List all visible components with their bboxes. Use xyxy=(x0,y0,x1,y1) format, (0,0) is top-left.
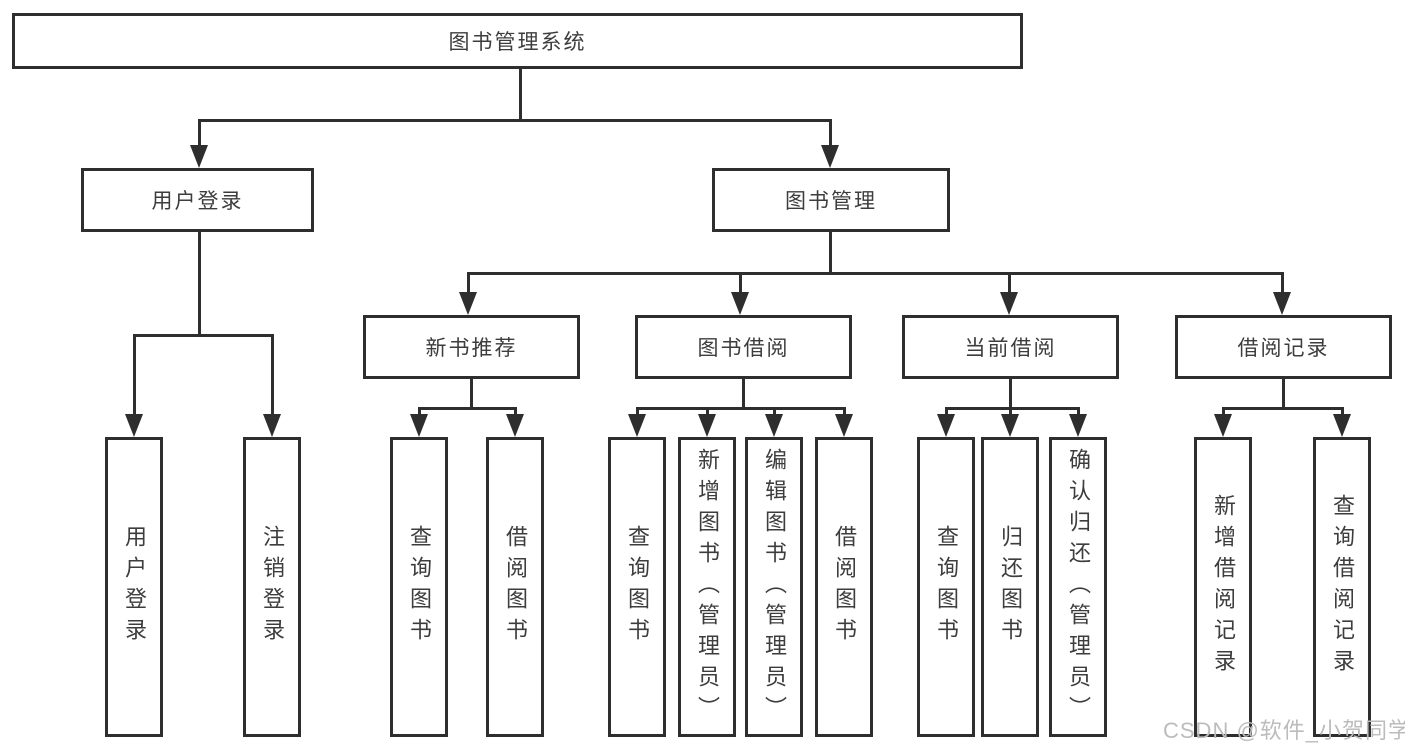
connector-hline xyxy=(418,407,517,410)
connector-vline xyxy=(773,407,776,416)
node-label: 用户登录 xyxy=(151,190,244,213)
leaf-label: 借阅图书 xyxy=(503,525,528,649)
node-book-management-system: 图书管理系统 xyxy=(12,13,1023,69)
leaf-label: 新增借阅记录 xyxy=(1211,494,1236,680)
leaf-label: 借阅图书 xyxy=(832,525,857,649)
connector-vline xyxy=(1008,272,1011,294)
node-label: 借阅记录 xyxy=(1237,337,1330,360)
arrowhead-down-icon xyxy=(1001,414,1019,437)
connector-vline xyxy=(198,232,201,336)
node-label: 图书管理 xyxy=(785,190,877,213)
node-borrow-records: 借阅记录 xyxy=(1175,315,1392,379)
leaf-label: 查询图书 xyxy=(407,525,432,649)
connector-vline xyxy=(1282,379,1285,409)
node-user-login: 用户登录 xyxy=(81,168,314,232)
connector-hline xyxy=(198,119,832,122)
arrowhead-down-icon xyxy=(698,414,716,437)
arrowhead-down-icon xyxy=(410,414,428,437)
arrowhead-down-icon xyxy=(937,414,955,437)
leaf-query-books-2: 查询图书 xyxy=(608,437,666,737)
node-book-management: 图书管理 xyxy=(712,168,950,232)
connector-vline xyxy=(514,407,517,416)
connector-vline xyxy=(739,272,742,294)
connector-vline xyxy=(418,407,421,416)
connector-hline xyxy=(133,334,274,337)
leaf-label: 编辑图书（管理员） xyxy=(762,447,787,727)
connector-vline xyxy=(742,379,745,409)
arrowhead-down-icon xyxy=(1273,292,1291,315)
connector-vline xyxy=(519,68,522,121)
node-label: 新书推荐 xyxy=(425,337,518,360)
connector-vline xyxy=(467,272,470,294)
leaf-borrow-books-2: 借阅图书 xyxy=(815,437,873,737)
arrowhead-down-icon xyxy=(459,292,477,315)
leaf-confirm-return-admin: 确认归还（管理员） xyxy=(1049,437,1107,737)
connector-hline xyxy=(467,272,1284,275)
arrowhead-down-icon xyxy=(125,414,143,437)
connector-vline xyxy=(198,120,201,146)
arrowhead-down-icon xyxy=(506,414,524,437)
node-current-borrowing: 当前借阅 xyxy=(902,315,1119,379)
connector-vline xyxy=(133,334,136,415)
leaf-label: 归还图书 xyxy=(998,525,1023,649)
leaf-logout: 注销登录 xyxy=(243,437,301,737)
leaf-label: 查询借阅记录 xyxy=(1330,494,1355,680)
connector-vline xyxy=(470,379,473,409)
connector-hline xyxy=(636,407,846,410)
connector-vline xyxy=(271,334,274,415)
connector-vline xyxy=(636,407,639,416)
leaf-query-borrow-record: 查询借阅记录 xyxy=(1313,437,1371,737)
leaf-add-borrow-record: 新增借阅记录 xyxy=(1194,437,1252,737)
leaf-label: 用户登录 xyxy=(122,525,147,649)
arrowhead-down-icon xyxy=(1069,414,1087,437)
arrowhead-down-icon xyxy=(835,414,853,437)
leaf-label: 注销登录 xyxy=(260,525,285,649)
connector-vline xyxy=(706,407,709,416)
connector-vline xyxy=(1009,379,1012,409)
arrowhead-down-icon xyxy=(1333,414,1351,437)
arrowhead-down-icon xyxy=(1000,292,1018,315)
connector-vline xyxy=(1281,272,1284,294)
node-book-borrowing: 图书借阅 xyxy=(635,315,852,379)
leaf-label: 查询图书 xyxy=(934,525,959,649)
leaf-return-books: 归还图书 xyxy=(981,437,1039,737)
leaf-label: 新增图书（管理员） xyxy=(695,447,720,727)
node-new-book-recommend: 新书推荐 xyxy=(363,315,580,379)
arrowhead-down-icon xyxy=(765,414,783,437)
arrowhead-down-icon xyxy=(821,145,839,168)
arrowhead-down-icon xyxy=(1214,414,1232,437)
leaf-user-login: 用户登录 xyxy=(105,437,163,737)
leaf-query-books-1: 查询图书 xyxy=(390,437,448,737)
leaf-add-books-admin: 新增图书（管理员） xyxy=(678,437,736,737)
connector-vline xyxy=(843,407,846,416)
connector-vline xyxy=(945,407,948,416)
connector-vline xyxy=(1009,407,1012,416)
connector-vline xyxy=(829,232,832,274)
connector-vline xyxy=(1077,407,1080,416)
connector-vline xyxy=(1222,407,1225,416)
csdn-watermark: CSDN @软件_小贺同学 xyxy=(1163,718,1405,743)
node-label: 图书借阅 xyxy=(697,337,790,360)
connector-hline xyxy=(1222,407,1344,410)
arrowhead-down-icon xyxy=(628,414,646,437)
connector-vline xyxy=(1341,407,1344,416)
leaf-borrow-books-1: 借阅图书 xyxy=(486,437,544,737)
leaf-label: 确认归还（管理员） xyxy=(1066,447,1091,727)
node-label: 图书管理系统 xyxy=(448,31,587,54)
node-label: 当前借阅 xyxy=(964,337,1057,360)
arrowhead-down-icon xyxy=(263,414,281,437)
arrowhead-down-icon xyxy=(190,145,208,168)
leaf-edit-books-admin: 编辑图书（管理员） xyxy=(745,437,803,737)
connector-hline xyxy=(945,407,1080,410)
leaf-query-books-3: 查询图书 xyxy=(917,437,975,737)
connector-vline xyxy=(829,120,832,146)
leaf-label: 查询图书 xyxy=(625,525,650,649)
arrowhead-down-icon xyxy=(731,292,749,315)
